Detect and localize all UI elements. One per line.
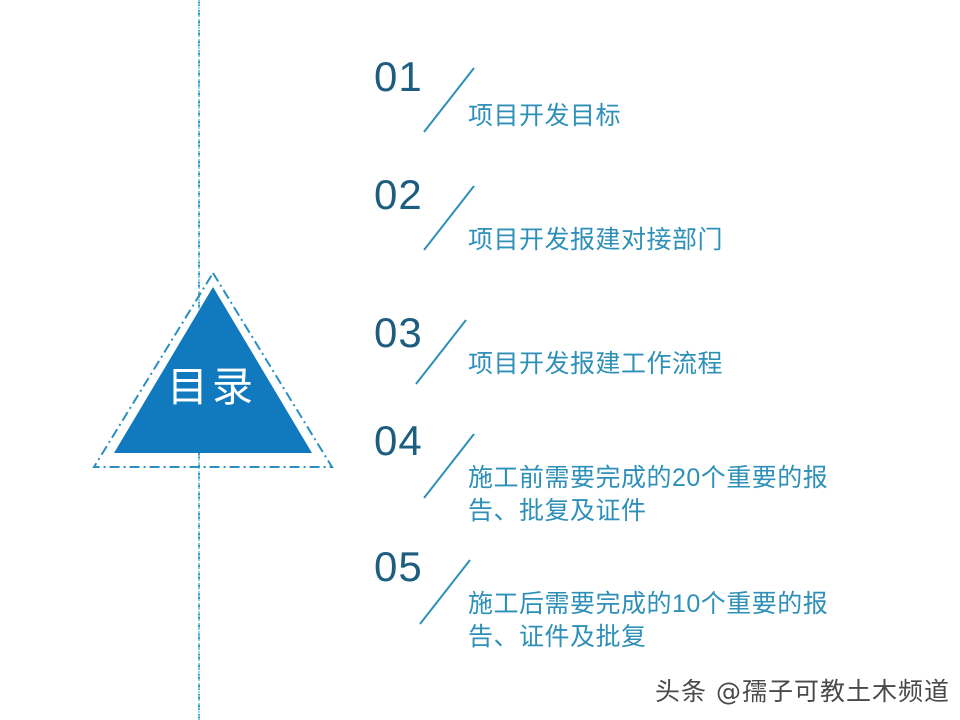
agenda-item-number: 05 bbox=[374, 543, 423, 590]
agenda-item-label: 项目开发报建工作流程 bbox=[468, 350, 724, 378]
slash-divider-icon bbox=[418, 428, 478, 500]
agenda-item-number: 02 bbox=[374, 171, 423, 218]
agenda-item-label: 施工后需要完成的10个重要的报 告、证件及批复 bbox=[468, 590, 829, 652]
agenda-item-number: 03 bbox=[374, 309, 423, 356]
slash-divider-icon bbox=[414, 554, 474, 626]
agenda-item-label: 项目开发报建对接部门 bbox=[468, 226, 724, 254]
triangle-shape-icon bbox=[92, 271, 334, 468]
agenda-item-number: 01 bbox=[374, 53, 423, 100]
slash-divider-icon bbox=[418, 180, 478, 252]
agenda-item-label: 施工前需要完成的20个重要的报 告、批复及证件 bbox=[468, 464, 829, 526]
triangle-dashed-outline bbox=[92, 271, 334, 468]
toc-title: 目录 bbox=[167, 363, 257, 411]
toc-triangle-badge: 目录 bbox=[60, 255, 360, 485]
slash-divider-icon bbox=[410, 314, 470, 386]
watermark-text: 头条 @孺子可教土木频道 bbox=[655, 677, 950, 706]
slash-divider-icon bbox=[418, 62, 478, 134]
agenda-list: 01 项目开发目标 02 项目开发报建对接部门 03 bbox=[366, 0, 960, 720]
agenda-item-label: 项目开发目标 bbox=[468, 102, 622, 130]
agenda-item-number: 04 bbox=[374, 417, 423, 464]
triangle-filled bbox=[114, 287, 312, 453]
